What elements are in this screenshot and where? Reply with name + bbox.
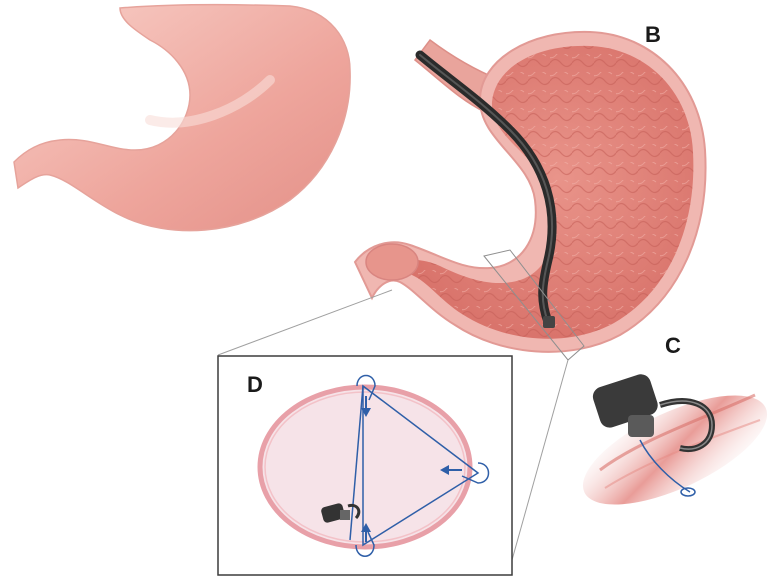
suturing-device-closeup bbox=[568, 372, 769, 527]
normal-stomach bbox=[14, 5, 350, 231]
panel-label-c: C bbox=[665, 333, 681, 359]
panel-label-d: D bbox=[247, 372, 263, 398]
stomach-with-endoscope bbox=[355, 32, 706, 352]
panel-label-b: B bbox=[645, 22, 661, 48]
